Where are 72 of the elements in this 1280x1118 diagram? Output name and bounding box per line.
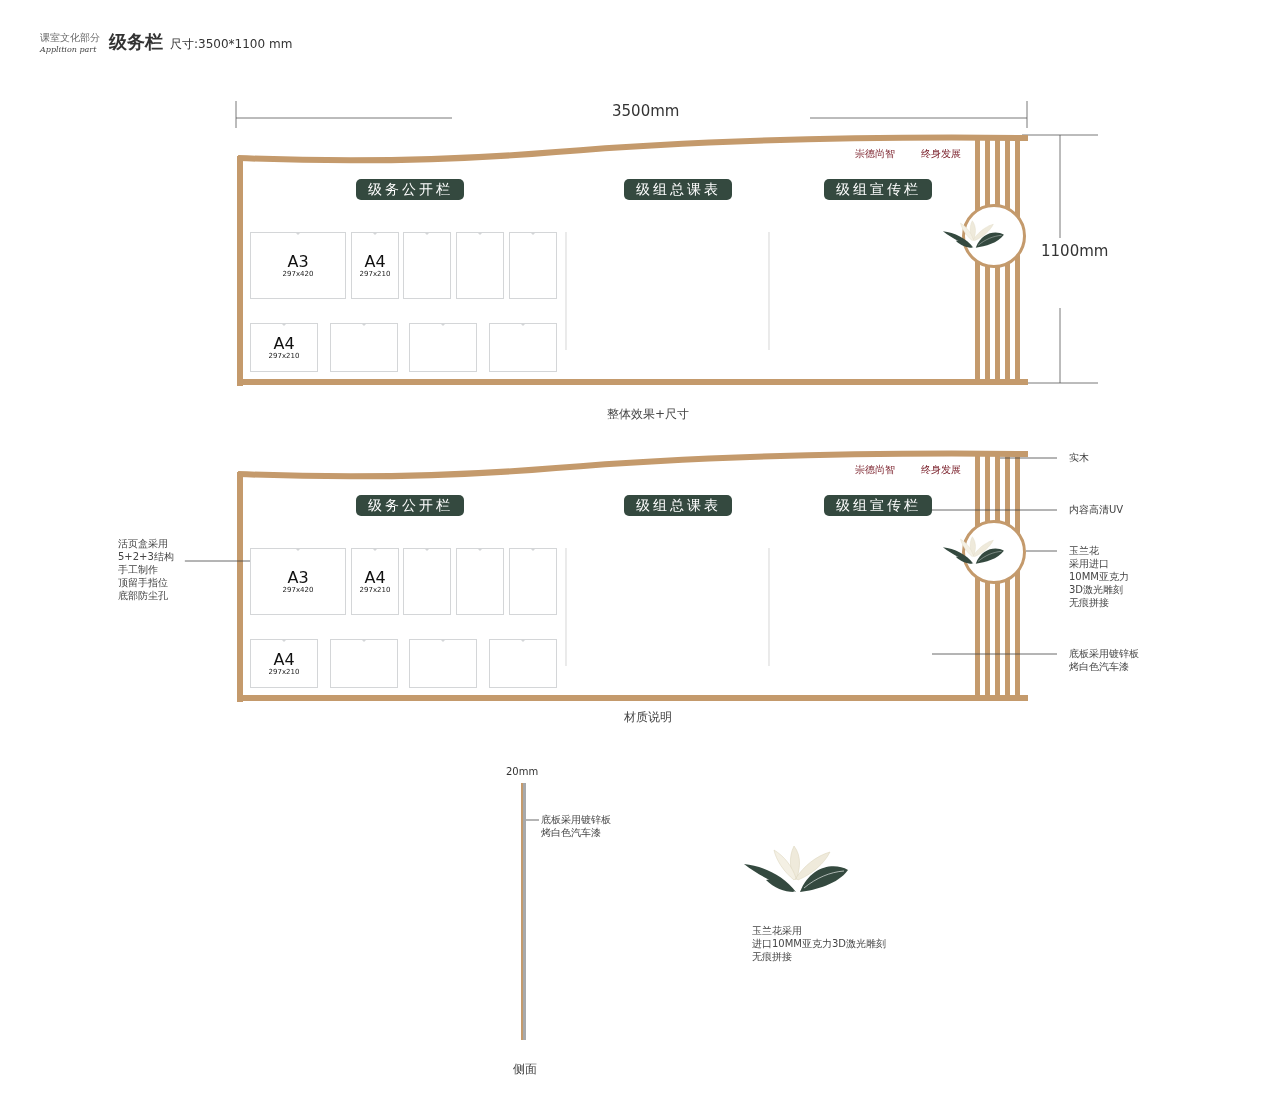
callout-text: 底板采用镀锌板 [541,813,611,826]
document-pocket [509,548,557,615]
callout-text: 采用进口 [1069,557,1110,570]
paper-size: A4 [273,335,295,352]
document-pocket [250,639,318,688]
paper-size: A4 [364,569,386,586]
document-pocket [489,323,557,372]
callout-text: 烤白色汽车漆 [1069,660,1130,673]
view-caption: 整体效果+尺寸 [605,407,691,422]
paper-size: A3 [287,253,309,270]
document-pocket [351,548,399,615]
side-panel [521,783,526,1040]
document-pocket [250,232,346,299]
callout-text: 实木 [1069,451,1089,464]
document-pocket [489,639,557,688]
document-pocket [250,548,346,615]
leader-line [1025,550,1058,552]
section-label: 课室文化部分 [40,32,100,44]
section-header: 级组总课表 [624,179,732,200]
callout-text: 3D激光雕刻 [1069,583,1125,596]
dimension-label: 3500mm [612,103,680,120]
section-header: 级组总课表 [624,495,732,516]
document-pocket [351,232,399,299]
callout-text: 底板采用镀锌板 [1069,647,1139,660]
callout-text: 10MM亚克力 [1069,570,1129,583]
display-board [236,132,1028,386]
paper-size: A4 [364,253,386,270]
document-pocket [456,232,504,299]
section-header: 级组宣传栏 [824,179,932,200]
callout-text: 活页盒采用 [118,537,169,550]
section-header: 级组宣传栏 [824,495,932,516]
material-note: 玉兰花采用 [752,924,802,937]
callout-text: 底部防尘孔 [118,589,169,602]
callout-text: 无痕拼接 [1069,596,1110,609]
motto-text: 崇德尚智 [855,148,895,160]
paper-size: A3 [287,569,309,586]
document-pocket [403,232,451,299]
view-caption: 侧面 [512,1062,538,1077]
callout-text: 顶留手指位 [118,576,169,589]
view-caption: 材质说明 [623,710,673,725]
size-note: 尺寸:3500*1100 mm [170,37,293,51]
material-note: 进口10MM亚克力3D激光雕刻 [752,937,887,950]
leader-line [931,653,1058,655]
document-pocket [330,323,398,372]
document-pocket [509,232,557,299]
dimension-label: 1100mm [1041,243,1109,260]
callout-text: 内容高清UV [1069,503,1124,516]
callout-text: 玉兰花 [1069,544,1100,557]
leader-line [999,457,1058,459]
leader-line [931,509,1058,511]
document-pocket [330,639,398,688]
document-pocket [403,548,451,615]
motto-text: 终身发展 [921,148,961,160]
section-header: 级务公开栏 [356,495,464,516]
callout-text: 手工制作 [118,563,159,576]
dimension-label: 20mm [506,766,539,778]
callout-text: 5+2+3结构 [118,550,174,563]
material-note: 无痕拼接 [752,950,792,963]
motto-text: 终身发展 [921,464,961,476]
document-pocket [409,323,477,372]
display-board [236,448,1028,702]
leader-line [525,819,540,821]
callout-text: 烤白色汽车漆 [541,826,602,839]
document-pocket [456,548,504,615]
motto-text: 崇德尚智 [855,464,895,476]
leader-line [184,560,251,562]
page-title: 级务栏 [109,30,163,54]
paper-size: A4 [273,651,295,668]
section-header: 级务公开栏 [356,179,464,200]
document-pocket [409,639,477,688]
document-pocket [250,323,318,372]
section-label: Applition part [40,45,97,55]
